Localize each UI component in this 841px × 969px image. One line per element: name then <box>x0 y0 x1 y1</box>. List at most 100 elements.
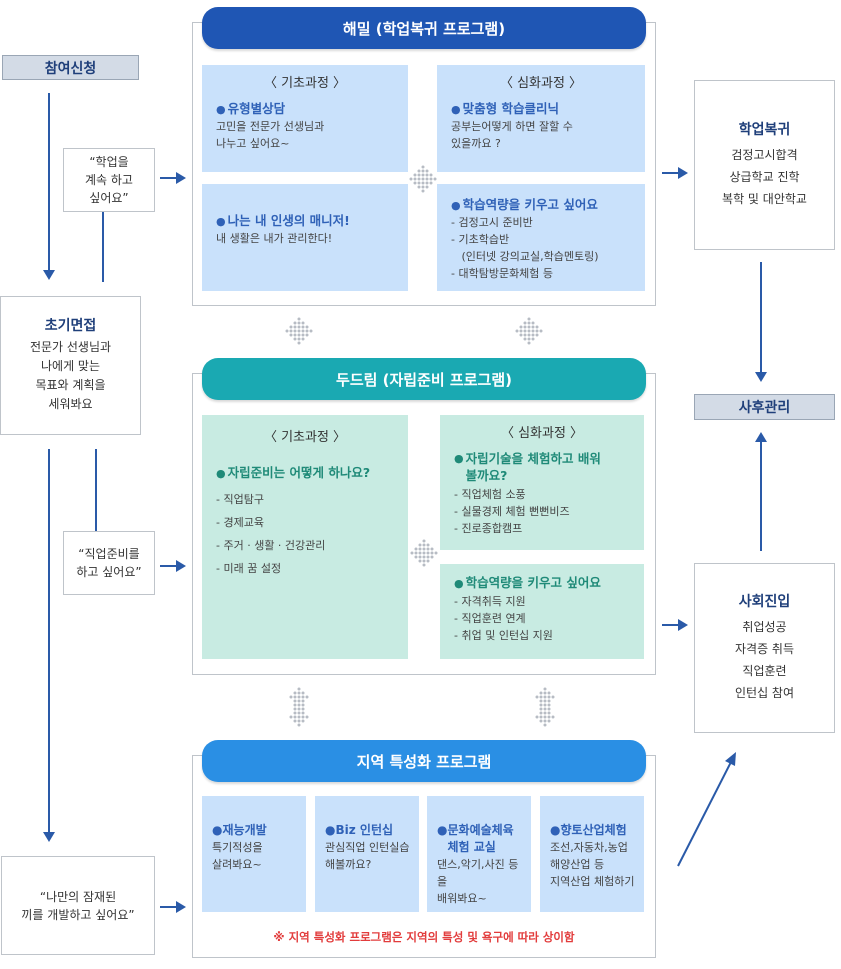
apply-label: 참여신청 <box>2 55 139 80</box>
dotted-arrow-haemil-center <box>409 165 437 193</box>
card-heading: 학습역량을 키우고 싶어요 <box>465 575 601 590</box>
arrowhead-quote3 <box>176 901 186 913</box>
arrowhead-initial-down <box>43 832 55 842</box>
card-list: - 직업탐구 - 경제교육 - 주거 · 생활 · 건강관리 - 미래 꿈 설정 <box>216 488 394 580</box>
initial-line-2: 나에게 맞는 <box>40 359 100 373</box>
bullet-icon: ● <box>451 199 461 212</box>
card-sub: 댄스,악기,사진 등을 배워봐요~ <box>437 858 519 905</box>
dotted-arrow-left-1 <box>285 317 313 345</box>
card-sub: 특기적성을 살려봐요~ <box>212 841 263 871</box>
connector-apply-down <box>48 93 50 273</box>
social-line-3: 직업훈련 <box>742 663 787 678</box>
list-item: - 직업훈련 연계 <box>454 612 526 625</box>
quote-job: “직업준비를 하고 싶어요” <box>63 531 155 595</box>
return-line-1: 검정고시합격 <box>731 147 798 162</box>
dudream-title: 두드림 (자립준비 프로그램) <box>336 370 512 389</box>
bullet-icon: ● <box>451 103 461 116</box>
dotted-arrow-right-1 <box>515 317 543 345</box>
connector-dudream-right <box>662 624 680 626</box>
quote-talent-text: “나만의 잠재된 끼를 개발하고 싶어요” <box>21 889 135 922</box>
list-item: - 경제교육 <box>216 516 264 529</box>
card-heading: 문화예술체육 체험 교실 <box>447 823 514 854</box>
list-item: - 직업탐구 <box>216 493 264 506</box>
aftercare-text: 사후관리 <box>738 400 791 416</box>
list-item: (인터넷 강의교실,학습멘토링) <box>451 250 599 263</box>
list-item: - 대학탐방문화체험 등 <box>451 267 554 280</box>
card-heading: 자립준비는 어떻게 하나요? <box>227 465 371 480</box>
connector-quote3-right <box>160 906 178 908</box>
initial-line-4: 세워봐요 <box>48 397 93 411</box>
regional-note: ※ 지역 특성화 프로그램은 지역의 특성 및 욕구에 따라 상이함 <box>273 930 575 944</box>
initial-interview-box: 초기면접 전문가 선생님과 나에게 맞는 목표와 계획을 세워봐요 <box>0 296 141 435</box>
haemil-title: 해밀 (학업복귀 프로그램) <box>342 19 506 38</box>
initial-line-1: 전문가 선생님과 <box>29 340 112 354</box>
list-item: - 취업 및 인턴십 지원 <box>454 629 553 642</box>
social-line-4: 인턴십 참여 <box>734 685 794 700</box>
connector-initial-down <box>48 449 50 833</box>
bullet-icon: ● <box>216 467 226 480</box>
quote-study: “학업을 계속 하고 싶어요” <box>63 148 155 212</box>
arrowhead-return-down <box>755 372 767 382</box>
card-sub: 관심직업 인턴실습 해볼까요? <box>325 841 410 871</box>
card-sub: 내 생활은 내가 관리한다! <box>216 232 333 245</box>
list-item: - 직업체험 소풍 <box>454 488 526 501</box>
bullet-icon: ● <box>437 823 448 837</box>
arrowhead-apply-down <box>43 270 55 280</box>
quote-talent: “나만의 잠재된 끼를 개발하고 싶어요” <box>1 856 155 955</box>
card-heading: 학습역량을 키우고 싶어요 <box>462 197 598 212</box>
return-line-2: 상급학교 진학 <box>729 169 800 184</box>
card-list: - 검정고시 준비반 - 기초학습반 (인터넷 강의교실,학습멘토링) - 대학… <box>451 214 631 282</box>
list-item: - 실물경제 체험 뻔뻔비즈 <box>454 505 570 518</box>
haemil-header: 해밀 (학업복귀 프로그램) <box>202 7 646 49</box>
dotted-arrow-dudream-center <box>410 539 438 567</box>
quote-job-text: “직업준비를 하고 싶어요” <box>76 547 142 579</box>
academic-return-title: 학업복귀 <box>738 121 791 138</box>
bullet-icon: ● <box>325 823 336 837</box>
aftercare-label: 사후관리 <box>694 394 835 420</box>
dudream-header: 두드림 (자립준비 프로그램) <box>202 358 646 400</box>
arrowhead-haemil-right <box>678 167 688 179</box>
list-item: - 주거 · 생활 · 건강관리 <box>216 539 326 552</box>
arrowhead-social-up <box>755 432 767 442</box>
social-entry-box: 사회진입 취업성공 자격증 취득 직업훈련 인턴십 참여 <box>694 563 835 733</box>
bullet-icon: ● <box>454 452 464 465</box>
card-sub: 조선,자동차,농업 해양산업 등 지역산업 체험하기 <box>550 841 635 888</box>
card-heading: 향토산업체험 <box>560 823 627 837</box>
card-heading: 유형별상담 <box>227 101 286 116</box>
regional-card-biz: ●Biz 인턴십 관심직업 인턴실습 해볼까요? <box>315 796 419 912</box>
card-heading: 재능개발 <box>222 823 267 837</box>
dotted-arrow-left-2 <box>289 687 309 727</box>
list-item: - 기초학습반 <box>451 233 510 246</box>
list-item: - 자격취득 지원 <box>454 595 526 608</box>
dudream-advanced-caption: 〈 심화과정 〉 <box>500 426 584 441</box>
return-line-3: 복학 및 대안학교 <box>722 191 807 206</box>
academic-return-box: 학업복귀 검정고시합격 상급학교 진학 복학 및 대안학교 <box>694 80 835 250</box>
dudream-card-capacity: ●학습역량을 키우고 싶어요 - 자격취득 지원 - 직업훈련 연계 - 취업 … <box>440 564 644 659</box>
card-heading: 맞춤형 학습클리닉 <box>462 101 559 116</box>
regional-header: 지역 특성화 프로그램 <box>202 740 646 782</box>
haemil-card-manager: ●나는 내 인생의 매니저! 내 생활은 내가 관리한다! <box>202 184 408 291</box>
card-heading: Biz 인턴십 <box>335 823 394 837</box>
regional-card-talent: ●재능개발 특기적성을 살려봐요~ <box>202 796 306 912</box>
connector-quote2 <box>95 449 97 531</box>
arrowhead-quote2 <box>176 560 186 572</box>
apply-label-text: 참여신청 <box>44 60 97 77</box>
connector-haemil-right <box>662 172 680 174</box>
connector-return-down <box>760 262 762 372</box>
bullet-icon: ● <box>212 823 223 837</box>
connector-quote1 <box>102 210 104 282</box>
regional-card-culture: ●문화예술체육 체험 교실 댄스,악기,사진 등을 배워봐요~ <box>427 796 531 912</box>
quote-study-text: “학업을 계속 하고 싶어요” <box>85 155 133 205</box>
connector-social-up <box>760 441 762 551</box>
social-line-2: 자격증 취득 <box>734 641 794 656</box>
list-item: - 미래 꿈 설정 <box>216 562 282 575</box>
haemil-basic-caption: 〈 기초과정 〉 <box>263 76 347 91</box>
card-sub: 고민을 전문가 선생님과 나누고 싶어요~ <box>216 120 325 150</box>
bullet-icon: ● <box>454 577 464 590</box>
regional-card-local: ●향토산업체험 조선,자동차,농업 해양산업 등 지역산업 체험하기 <box>540 796 644 912</box>
bullet-icon: ● <box>216 215 226 228</box>
dotted-arrow-right-2 <box>535 687 555 727</box>
card-list: - 직업체험 소풍 - 실물경제 체험 뻔뻔비즈 - 진로종합캠프 <box>454 486 630 537</box>
initial-interview-title: 초기면접 <box>44 318 97 334</box>
arrow-regional-to-social <box>677 752 736 867</box>
